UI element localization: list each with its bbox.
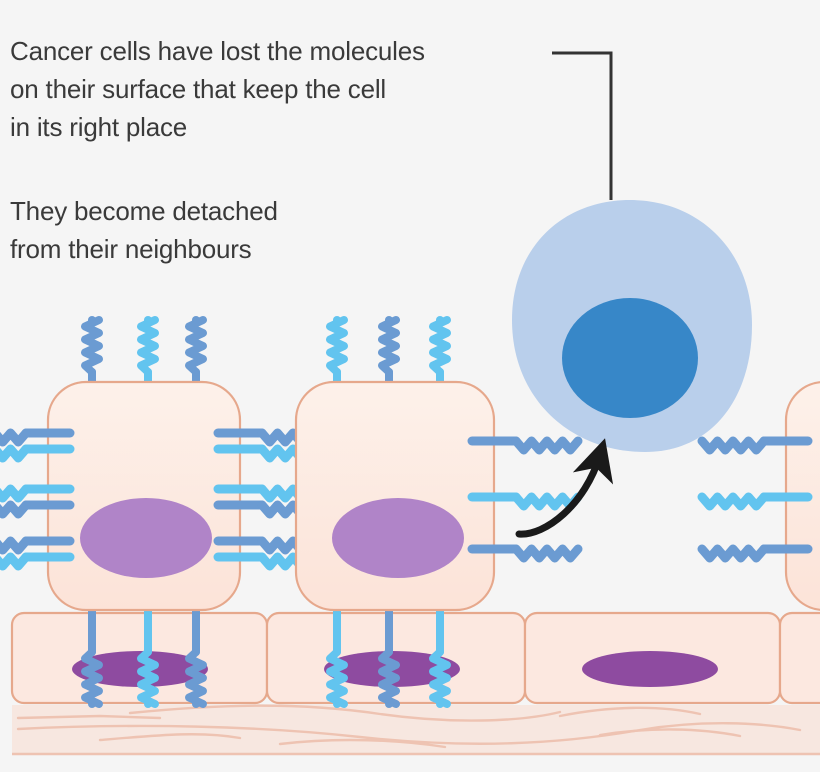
detached-cancer-cell[interactable]: [512, 200, 752, 452]
leader-line: [552, 51, 613, 200]
basal-cell-4[interactable]: [778, 611, 820, 705]
connective-tissue-band: [12, 704, 820, 756]
cell-nucleus: [332, 498, 464, 578]
adhesion-receptor-horizontal: [0, 428, 75, 447]
adhesion-receptor-horizontal: [0, 484, 75, 503]
adhesion-receptor-horizontal: [0, 552, 75, 571]
adhesion-receptor-horizontal: [467, 544, 583, 563]
adhesion-receptor-horizontal: [0, 536, 75, 555]
adhesion-receptor-horizontal: [0, 500, 75, 519]
detachment-direction-arrow: [515, 438, 614, 538]
receptor-group-front: [697, 436, 813, 563]
epithelial-cell-1[interactable]: [0, 316, 329, 708]
adhesion-receptor-horizontal: [697, 436, 813, 455]
receptor-group-front: [467, 436, 583, 563]
adhesion-receptor-horizontal: [697, 544, 813, 563]
cancer-cell-nucleus: [562, 298, 698, 418]
epithelial-cell-3-partial[interactable]: [697, 381, 820, 611]
basal-cell-nucleus: [582, 651, 718, 687]
adhesion-receptor-horizontal: [0, 444, 75, 463]
epithelial-cell-layer: [0, 316, 820, 708]
epithelial-cell-2[interactable]: [294, 316, 583, 708]
adhesion-receptor-horizontal: [467, 492, 583, 511]
caption-primary: Cancer cells have lost the molecules on …: [10, 36, 425, 142]
basal-cell-layer: [10, 611, 820, 705]
caption-secondary: They become detached from their neighbou…: [10, 196, 278, 264]
basal-cell-3[interactable]: [523, 611, 782, 705]
cell-nucleus: [80, 498, 212, 578]
adhesion-receptor-horizontal: [467, 436, 583, 455]
adhesion-receptor-horizontal: [697, 492, 813, 511]
